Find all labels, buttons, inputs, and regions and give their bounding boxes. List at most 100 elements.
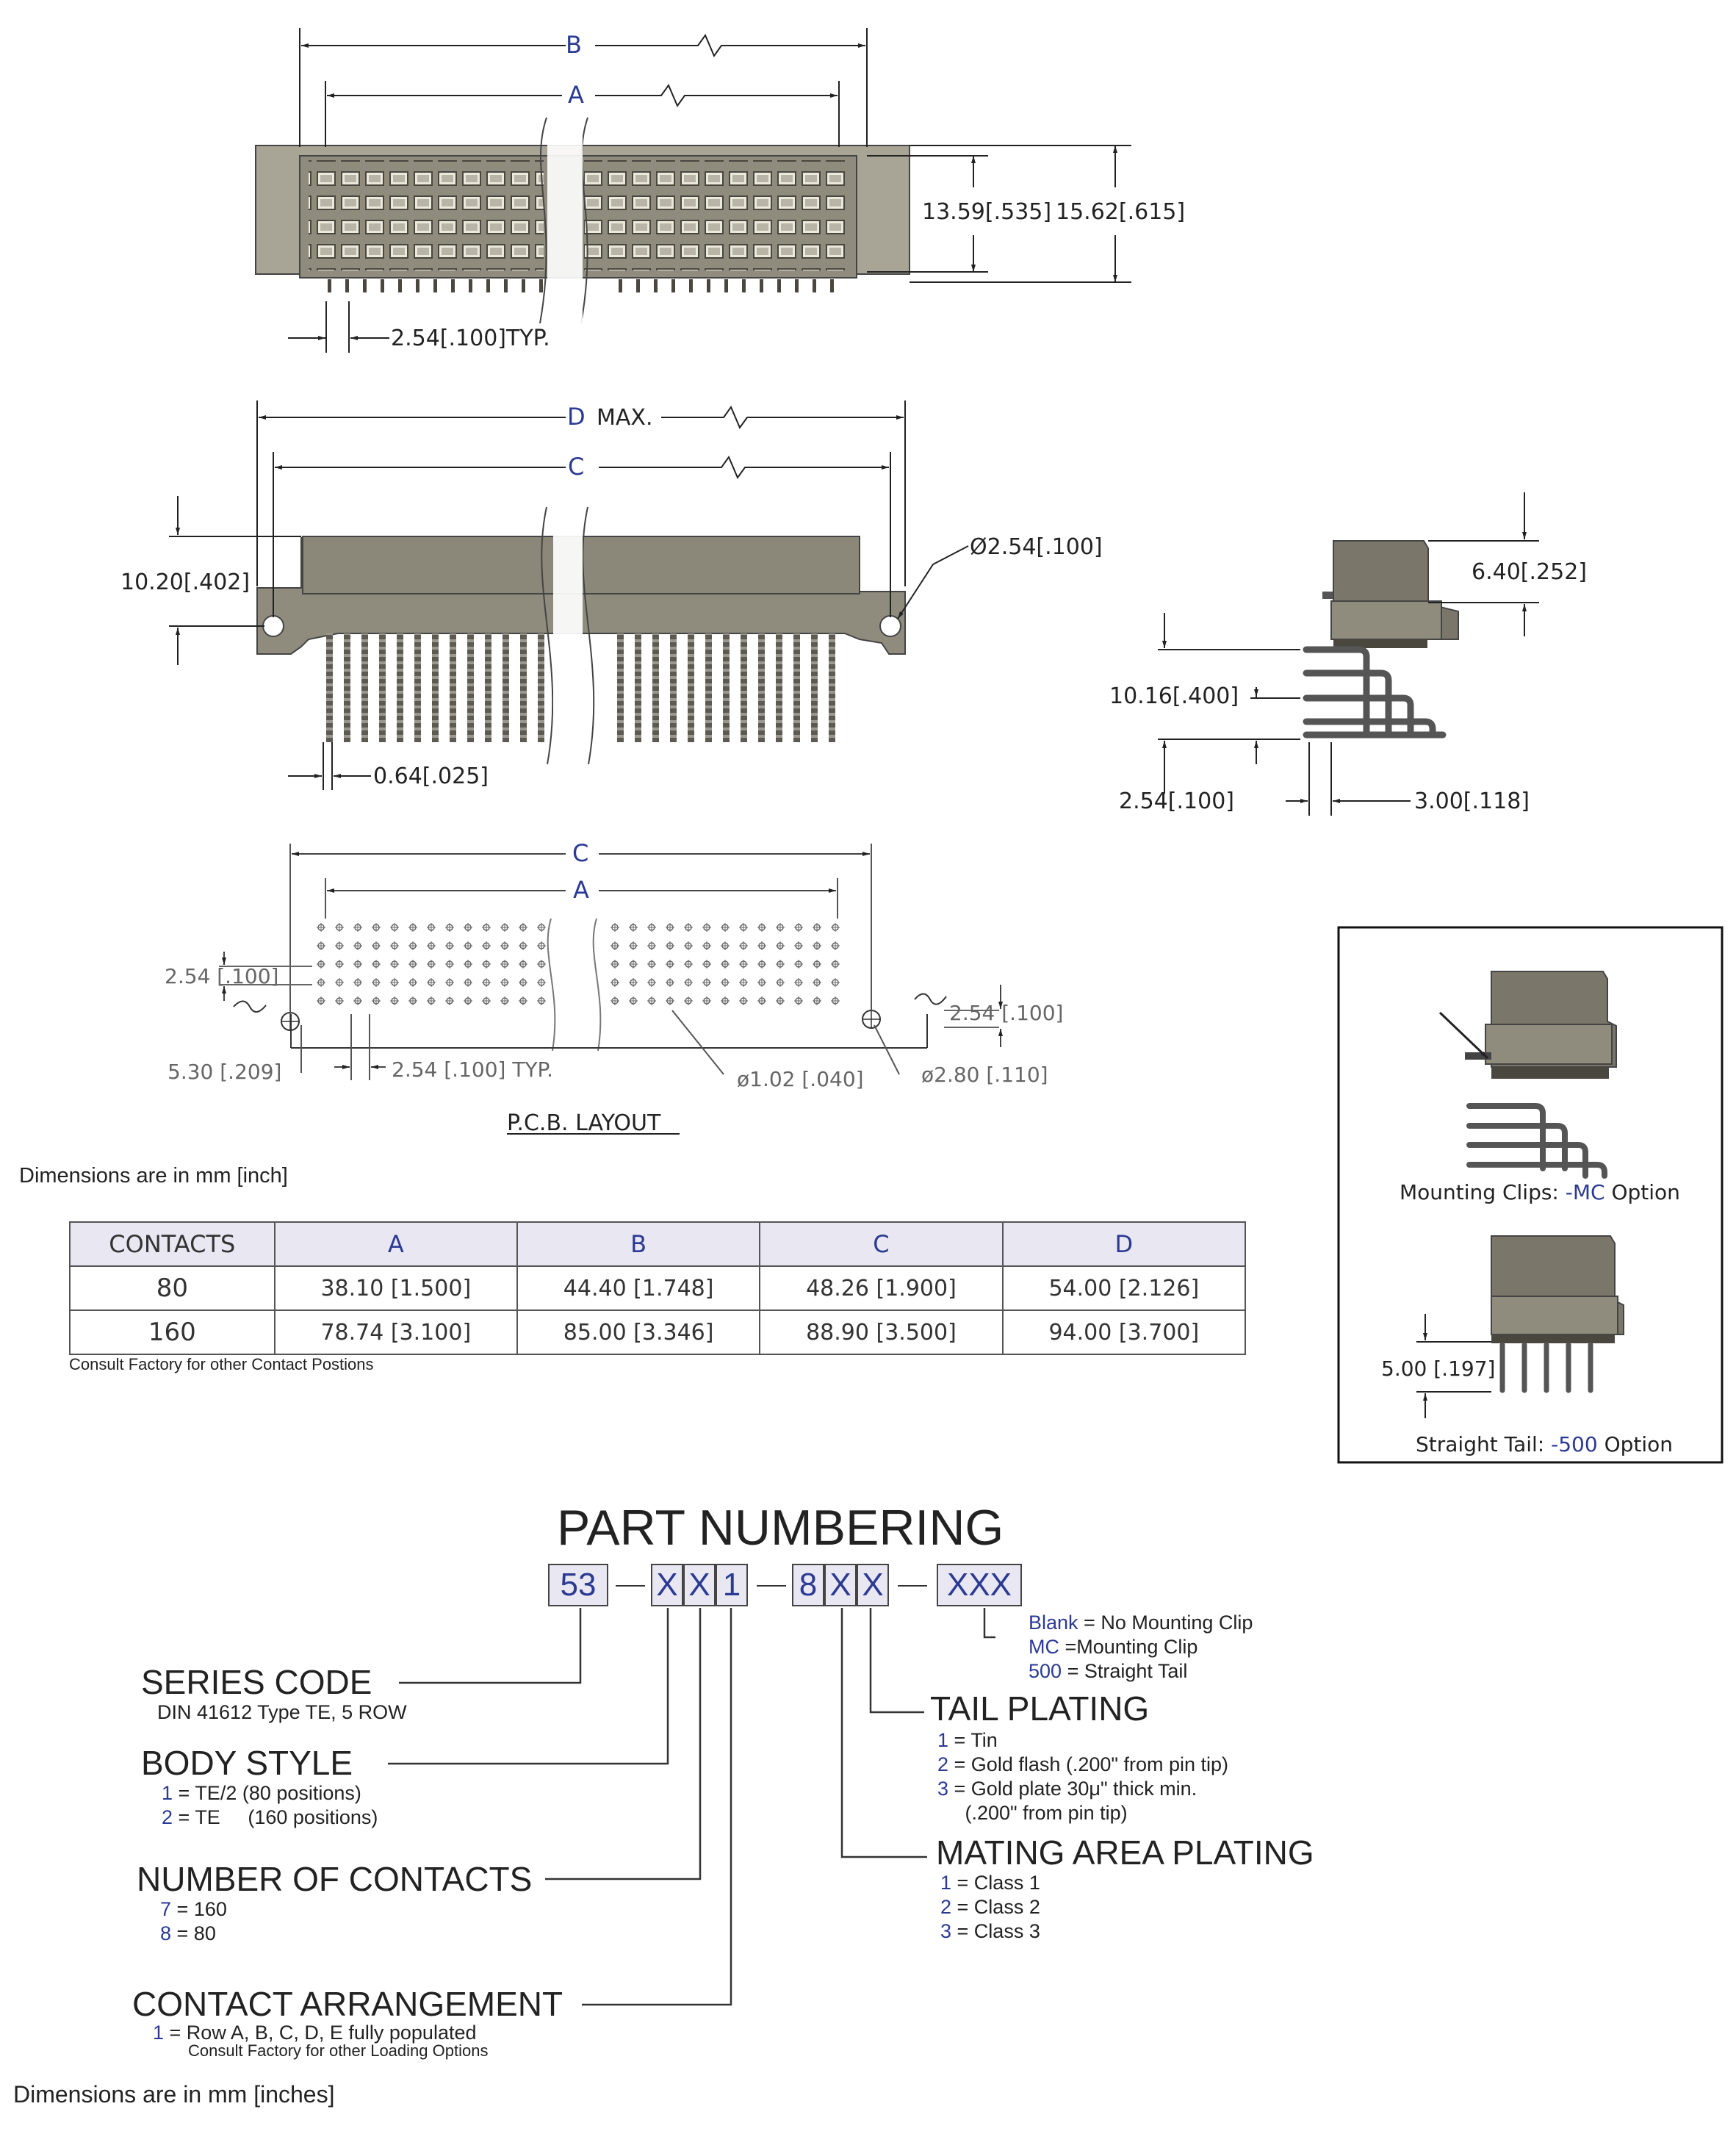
pcb-labels: C A 2.54 [.100] 2.54 [.100] 5.30 [.209] … [165,839,1063,1136]
pn-mating-box: X [824,1564,857,1606]
straight-dim-label: 5.00 [.197] [1381,1357,1495,1381]
height-inner-label: 13.59[.535] [922,199,1051,225]
pcb-hole-large: ø2.80 [.110] [921,1063,1048,1087]
pin [504,279,508,292]
pin [326,633,333,742]
pin [416,279,419,292]
table-header-row: CONTACTS A B C D [69,1221,1247,1267]
pin [793,633,800,742]
pin [635,633,641,742]
row-pitch-label: 2.54[.100] [1119,788,1234,814]
number-of-contacts-list: 7 = 160 8 = 80 [160,1897,227,1946]
pin [636,279,640,292]
table-cell: 54.00 [2.126] [1001,1265,1247,1311]
list-item: 3 = Class 3 [940,1920,1040,1942]
pin [539,279,543,292]
pcb-dim-c-label: C [572,839,588,867]
pin [705,633,712,742]
number-of-contacts-title: NUMBER OF CONTACTS [137,1860,533,1898]
pin [670,633,677,742]
contact-arrangement-option: 1 = Row A, B, C, D, E fully populated [153,2022,477,2044]
pin [760,279,763,292]
pin [538,633,544,742]
pin [777,279,781,292]
pin [397,633,403,742]
list-item: 2 = Gold flash (.200" from pin tip) [937,1753,1229,1775]
top-view-labels: B A 13.59[.535] 15.62[.615] 2.54[.100]TY… [391,31,1185,351]
pcb-layout [219,844,1003,1135]
top-height-label: 6.40[.252] [1472,559,1587,585]
pin [741,633,747,742]
dim-d-label: D [567,403,586,431]
pn-dash [898,1585,927,1587]
pin [688,633,694,742]
pin [398,279,402,292]
pin [451,279,455,292]
pin [811,633,818,742]
table-cell: 80 [69,1265,275,1311]
pin [503,633,509,742]
list-item: 2 = TE (160 positions) [162,1806,378,1828]
list-item: 2 = Class 2 [940,1896,1040,1918]
options-panel [1337,926,1724,1464]
pcb-hole-pitch: 2.54 [.100] TYP. [392,1057,553,1082]
contact-arrangement-title: CONTACT ARRANGEMENT [132,1985,563,2023]
height-outer-label: 15.62[.615] [1056,199,1185,225]
footer-note: Dimensions are in mm [inches] [13,2081,335,2108]
mc-option-label: Mounting Clips: -MC Option [1400,1180,1680,1204]
pn-body-box: X [651,1564,683,1606]
dim-c-label: C [568,453,584,481]
list-item: 3 = Gold plate 30μ" thick min. [937,1778,1197,1800]
tail-span-label: 10.16[.400] [1109,683,1239,709]
part-numbering-leaders [388,1608,995,2006]
pn-dash [757,1585,786,1587]
hole-dia-label: Ø2.54[.100] [970,534,1103,560]
pin [830,279,834,292]
pin [654,279,658,292]
pin [758,633,765,742]
top-view [255,28,1131,353]
table-footnote: Consult Factory for other Contact Postio… [69,1355,374,1373]
pin [689,279,693,292]
top-view-pins [328,279,834,292]
pn-dash [616,1585,645,1587]
table-row: 160 78.74 [3.100] 85.00 [3.346] 88.90 [3… [69,1310,1247,1355]
col-header-c: C [759,1221,1004,1267]
pn-contacts-box: X [683,1564,716,1606]
body-style-list: 1 = TE/2 (80 positions) 2 = TE (160 posi… [162,1781,378,1830]
pin [652,633,659,742]
clip-options-list: Blank = No Mounting Clip MC =Mounting Cl… [1029,1611,1253,1684]
series-code-desc: DIN 41612 Type TE, 5 ROW [157,1701,407,1723]
list-item: Blank = No Mounting Clip [1029,1612,1253,1634]
options-panel-labels: Mounting Clips: -MC Option 5.00 [.197] S… [1381,1180,1680,1456]
list-item: 1 = Tin [937,1729,998,1751]
pn-tail-box: X [857,1564,889,1606]
pitch-label: 2.54[.100]TYP. [391,326,550,351]
tail-plating-title: TAIL PLATING [930,1689,1150,1728]
pin [432,633,439,742]
pin [469,279,472,292]
pcb-row-pitch-right: 2.54 [.100] [949,1001,1063,1025]
pin [414,633,421,742]
pcb-hole-small: ø1.02 [.040] [737,1067,864,1091]
table-cell: 88.90 [3.500] [759,1310,1004,1355]
list-item: 7 = 160 [160,1898,227,1920]
side-view-labels: D MAX. C 10.20[.402] Ø2.54[.100] 0.64[.0… [120,403,1103,789]
pin [742,279,746,292]
pin [813,279,816,292]
table-cell: 160 [69,1310,275,1355]
pin [520,633,527,742]
pin [619,279,622,292]
st-option-label: Straight Tail: -500 Option [1416,1432,1673,1456]
end-view [1158,492,1539,816]
table-cell: 94.00 [3.700] [1001,1310,1247,1355]
body-height-label: 10.20[.402] [120,570,250,595]
table-cell: 44.40 [1.748] [516,1265,761,1311]
table-cell: 48.26 [1.900] [759,1265,1004,1311]
pin [522,279,525,292]
col-header-a: A [273,1221,518,1267]
pcb-dim-a-label: A [573,876,589,904]
pin [328,279,331,292]
pin [361,633,368,742]
